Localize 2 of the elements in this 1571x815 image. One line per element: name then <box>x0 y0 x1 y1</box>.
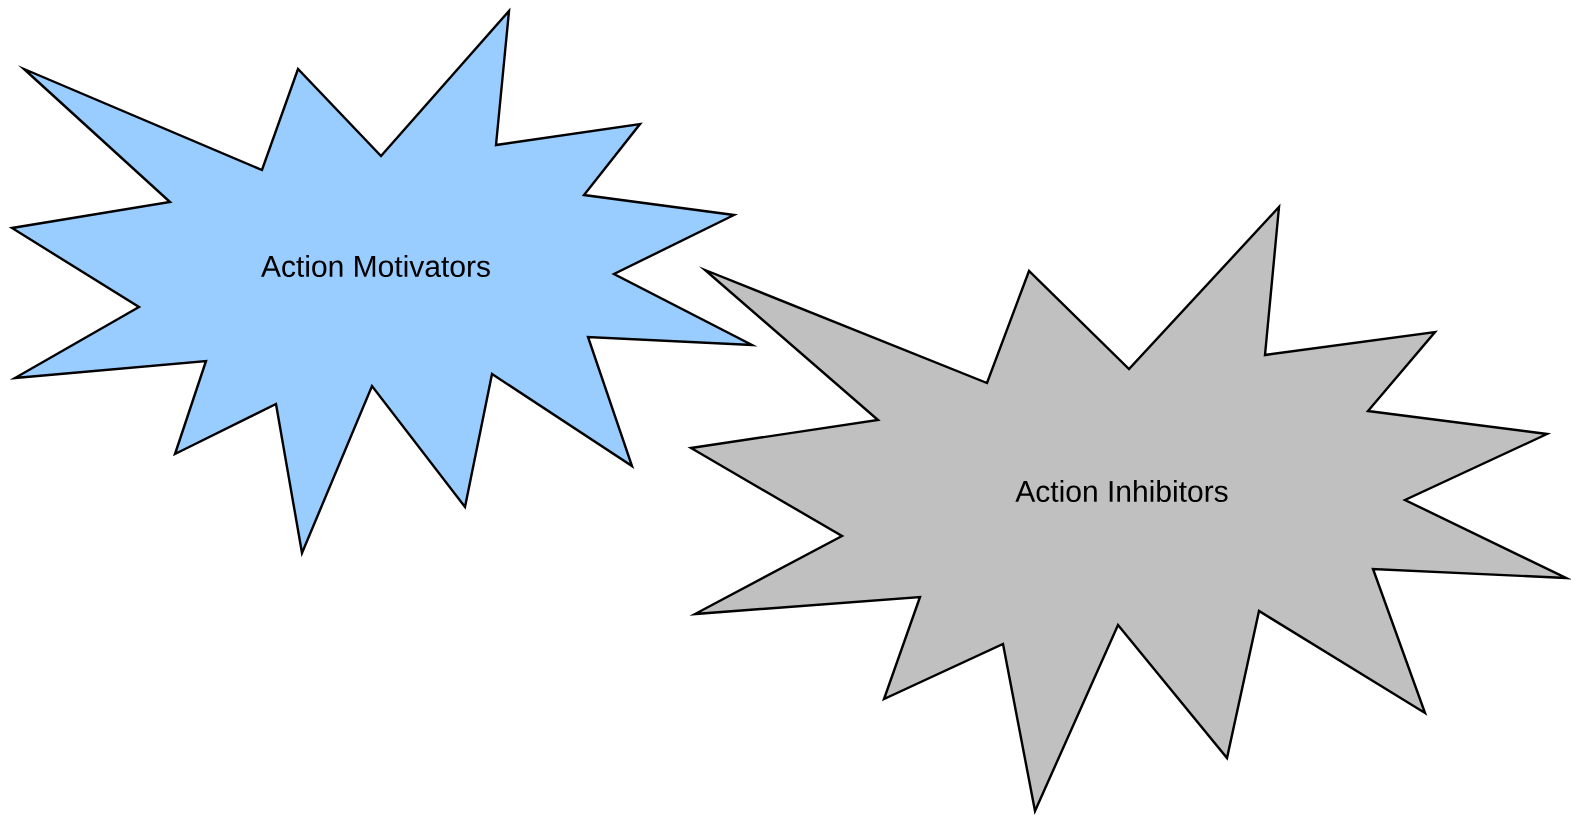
starburst: Action Motivators <box>8 7 758 558</box>
starburst: Action Inhibitors <box>687 203 1571 815</box>
